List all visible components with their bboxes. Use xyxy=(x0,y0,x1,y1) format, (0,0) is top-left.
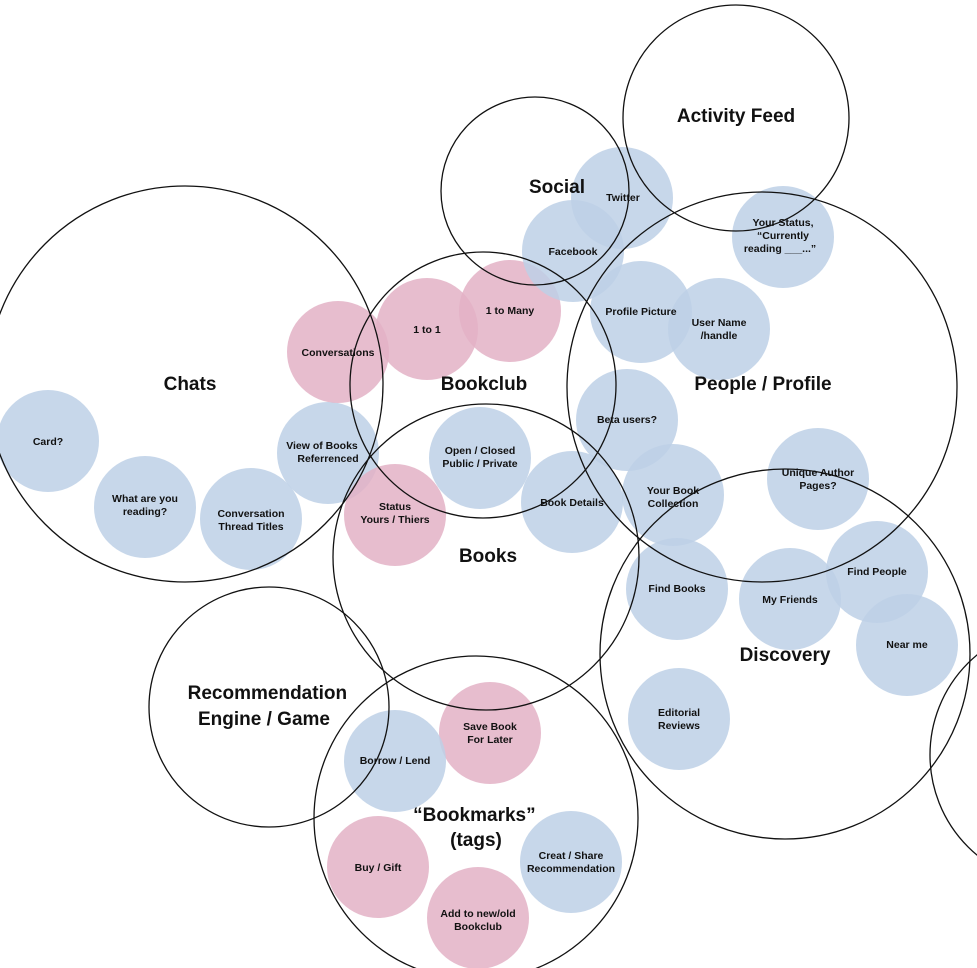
outline-offscreen xyxy=(929,654,977,856)
group-title-discovery: Discovery xyxy=(740,645,831,666)
label-twitter: Twitter xyxy=(606,192,640,204)
group-outlines xyxy=(0,4,977,968)
bubble-card xyxy=(0,390,99,492)
bubble-creat-share xyxy=(520,811,622,913)
label-conversations: Conversations xyxy=(302,347,375,359)
outline-discovery xyxy=(599,468,971,840)
bubble-buy-gift xyxy=(327,816,429,918)
bubble-what-are-you-reading xyxy=(94,456,196,558)
group-title-recommendation: Recommendation Engine / Game xyxy=(188,683,353,730)
outline-bookclub xyxy=(349,251,617,519)
group-title-activity-feed: Activity Feed xyxy=(677,106,795,127)
group-title-social: Social xyxy=(529,177,585,198)
group-titles: Chats Social Activity Feed Bookclub Peop… xyxy=(164,106,832,851)
label-find-people: Find People xyxy=(847,566,907,578)
label-borrow-lend: Borrow / Lend xyxy=(360,755,431,767)
label-profile-picture: Profile Picture xyxy=(605,306,676,318)
bubble-add-to-bookclub xyxy=(427,867,529,968)
label-buy-gift: Buy / Gift xyxy=(355,862,402,874)
bubble-find-books xyxy=(626,538,728,640)
bubble-twitter xyxy=(571,147,673,249)
bubble-my-friends xyxy=(739,548,841,650)
bubble-one-to-one xyxy=(376,278,478,380)
bubble-status-yours xyxy=(344,464,446,566)
feature-bubbles xyxy=(0,147,958,968)
outline-social xyxy=(440,96,630,286)
group-title-books: Books xyxy=(459,546,517,567)
outline-books xyxy=(332,403,640,711)
group-title-chats: Chats xyxy=(164,374,217,395)
outline-recommendation xyxy=(148,586,390,828)
label-book-details: Book Details xyxy=(540,497,604,509)
bubble-profile-picture xyxy=(590,261,692,363)
label-my-friends: My Friends xyxy=(762,594,818,606)
outline-people-profile xyxy=(566,191,958,583)
outline-bookmarks xyxy=(313,655,639,968)
bubble-book-details xyxy=(521,451,623,553)
bubble-view-of-books xyxy=(277,402,379,504)
bubble-unique-author-pages xyxy=(767,428,869,530)
label-beta-users: Beta users? xyxy=(597,414,657,426)
bubble-editorial-reviews xyxy=(628,668,730,770)
label-card: Card? xyxy=(33,436,63,448)
label-one-to-many: 1 to Many xyxy=(486,305,535,317)
bubble-your-status xyxy=(732,186,834,288)
group-title-people-profile: People / Profile xyxy=(694,374,831,395)
bubble-your-book-collection xyxy=(622,444,724,546)
label-near-me: Near me xyxy=(886,639,928,651)
group-title-bookmarks: “Bookmarks” (tags) xyxy=(413,805,541,851)
group-title-bookclub: Bookclub xyxy=(441,374,528,395)
outline-chats xyxy=(0,185,384,583)
bubble-near-me xyxy=(856,594,958,696)
bubble-borrow-lend xyxy=(344,710,446,812)
bubble-open-closed xyxy=(429,407,531,509)
bubble-conversation-thread-titles xyxy=(200,468,302,570)
label-one-to-one: 1 to 1 xyxy=(413,324,441,336)
label-find-books: Find Books xyxy=(648,583,705,595)
outline-activity-feed xyxy=(622,4,850,232)
label-facebook: Facebook xyxy=(548,246,597,258)
bubble-user-name xyxy=(668,278,770,380)
bubble-save-book xyxy=(439,682,541,784)
label-user-name: User Name/handle xyxy=(692,317,747,342)
